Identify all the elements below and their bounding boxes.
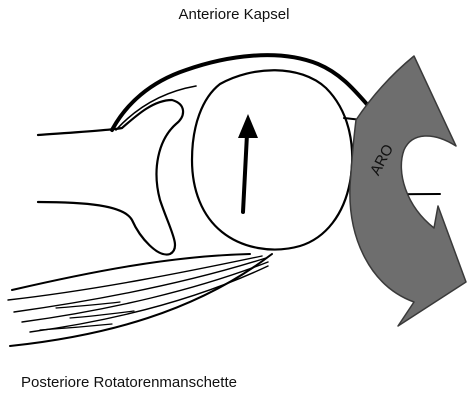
scapula-glenoid-outline (38, 100, 183, 255)
humeral-head (192, 70, 352, 249)
rotation-arrow (350, 56, 466, 326)
posterior-rotator-cuff-label: Posteriore Rotatorenmanschette (21, 374, 237, 391)
posterior-rotator-cuff-fibres (8, 254, 272, 346)
